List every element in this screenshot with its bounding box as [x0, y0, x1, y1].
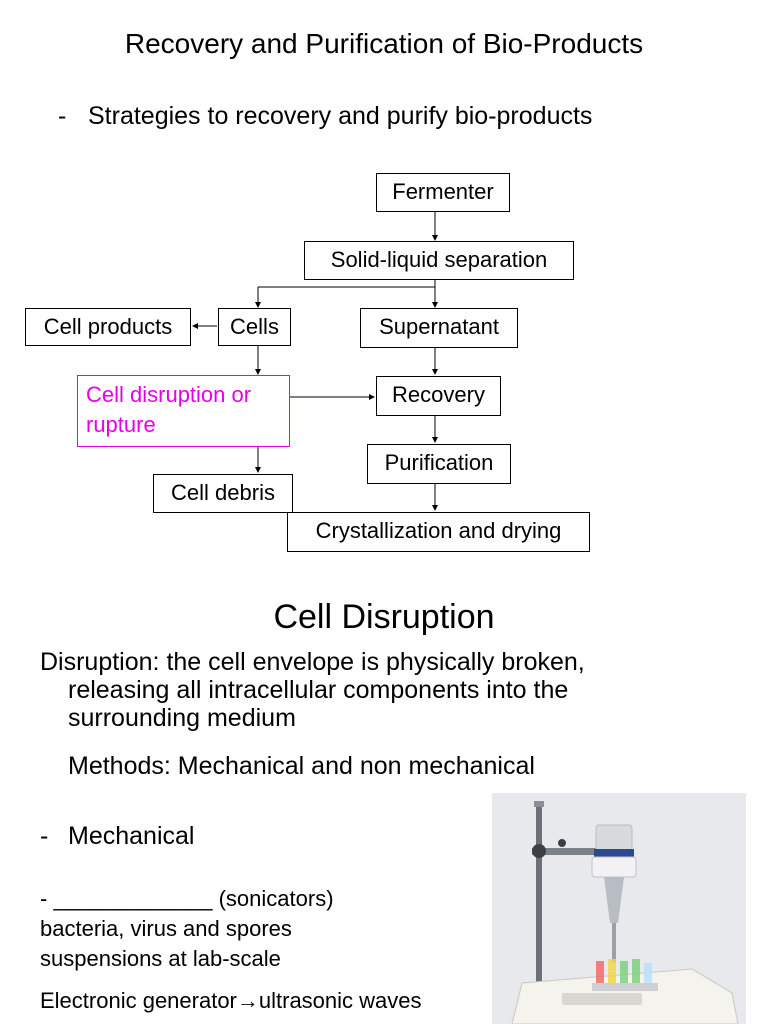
mechanical-item: -Mechanical [40, 822, 194, 851]
definition-line-3: surrounding medium [68, 704, 296, 732]
subtitle-text: Strategies to recovery and purify bio-pr… [88, 102, 593, 130]
flow-box-cell-products: Cell products [25, 308, 191, 346]
flow-box-cell-debris: Cell debris [153, 474, 293, 513]
flow-box-fermenter: Fermenter [376, 173, 510, 212]
methods-text: Methods: Mechanical and non mechanical [68, 752, 535, 780]
definition-line-2: releasing all intracellular components i… [68, 676, 569, 704]
flow-box-supernatant: Supernatant [360, 308, 518, 348]
mechanical-label: Mechanical [68, 822, 195, 850]
flow-box-crystallization: Crystallization and drying [287, 512, 590, 552]
sonicator-line-3: suspensions at lab-scale [40, 946, 281, 971]
sonicator-line-2: bacteria, virus and spores [40, 916, 292, 941]
generator-text: Electronic generator→ultrasonic waves [40, 988, 422, 1013]
flow-box-solid-liquid-separation: Solid-liquid separation [304, 241, 574, 280]
subtitle: -Strategies to recovery and purify bio-p… [58, 102, 592, 131]
flow-box-cells: Cells [218, 308, 291, 346]
definition-text: Disruption: the cell envelope is physica… [40, 648, 720, 732]
sonicator-photo [492, 793, 746, 1024]
definition-line-1: Disruption: the cell envelope is physica… [40, 648, 585, 676]
flowchart-connectors [192, 212, 438, 511]
mechanical-dash: - [40, 822, 49, 850]
flow-box-recovery: Recovery [376, 376, 501, 416]
page-title: Recovery and Purification of Bio-Product… [124, 28, 644, 59]
sonicator-illustration [492, 793, 746, 1024]
flow-box-purification: Purification [367, 444, 511, 484]
sonicator-text: - _____________ (sonicators) bacteria, v… [40, 884, 480, 974]
sonicator-line-1: - _____________ (sonicators) [40, 886, 334, 911]
subtitle-dash: - [58, 102, 67, 130]
section-heading: Cell Disruption [273, 598, 495, 636]
flow-box-cell-disruption: Cell disruption or rupture [77, 375, 290, 447]
